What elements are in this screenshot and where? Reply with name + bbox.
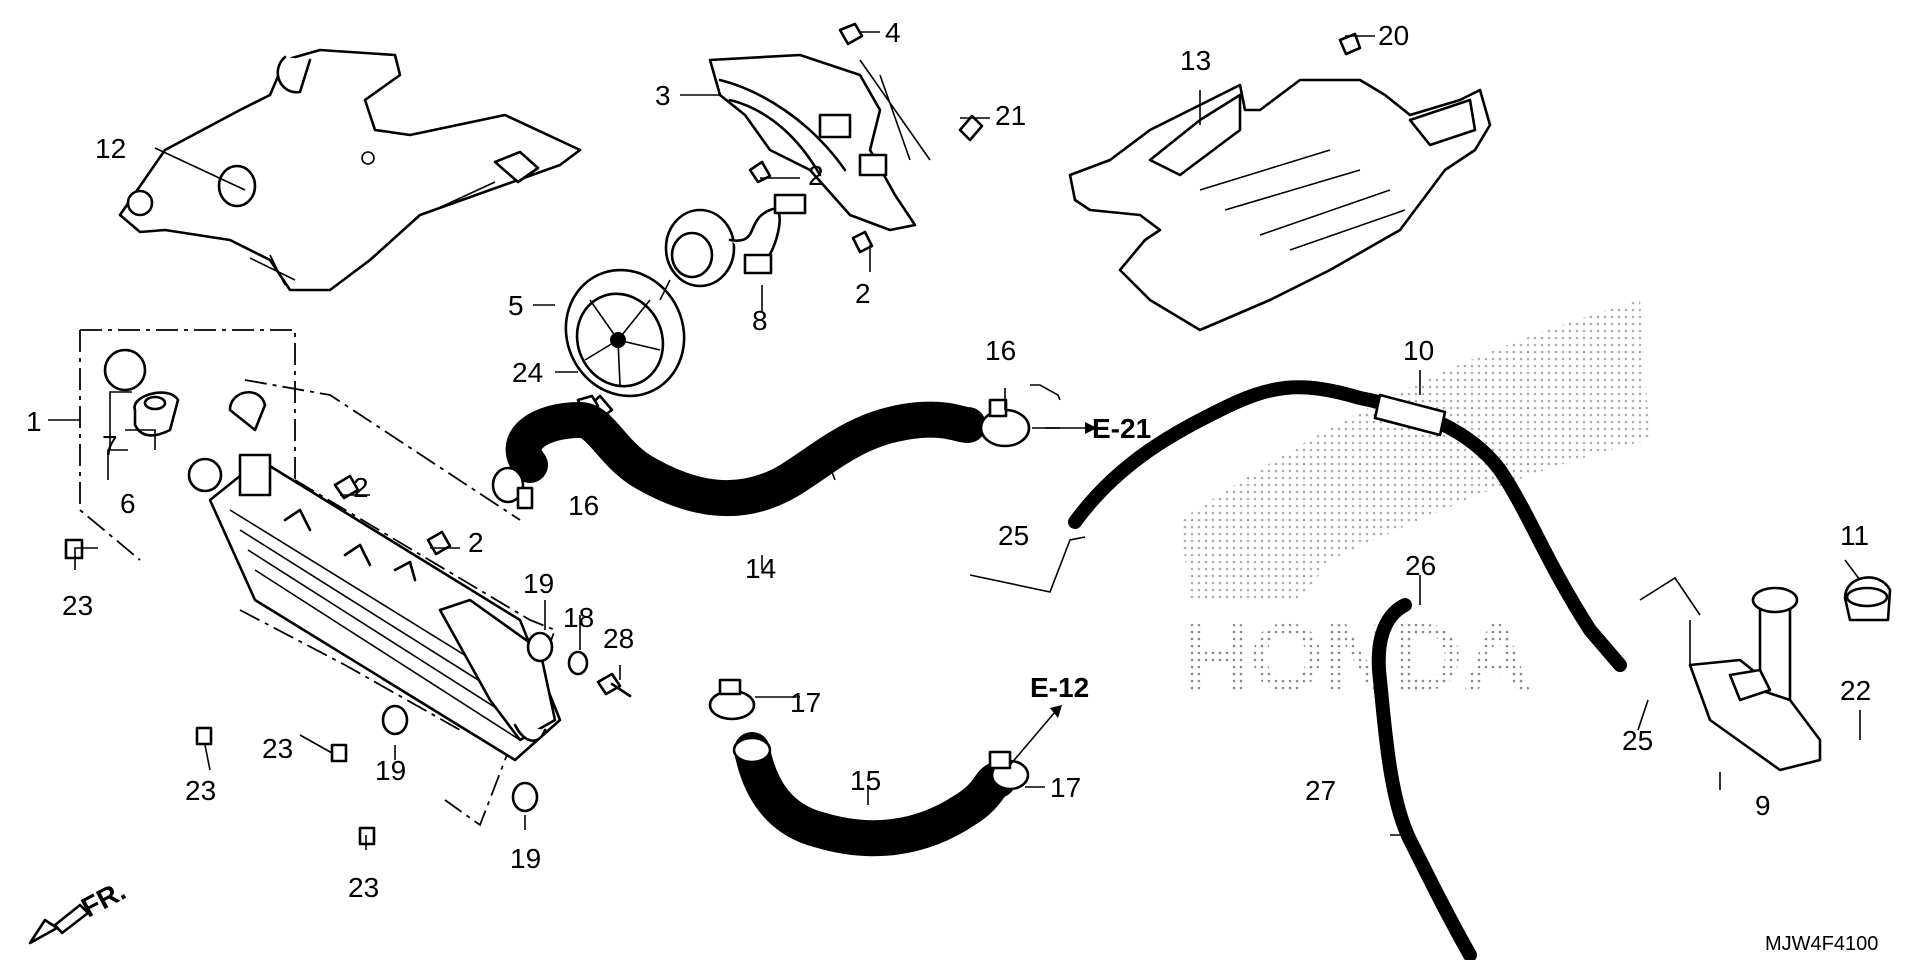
part-27-tube: [1371, 598, 1477, 960]
callout-25: 25: [998, 520, 1029, 551]
callout-2: 2: [468, 527, 484, 558]
part-19-grommet-b: [381, 704, 409, 736]
front-direction-arrow: [28, 903, 90, 945]
part-17-clamp-b: [988, 750, 1030, 791]
callout-18: 18: [563, 602, 594, 633]
part-14-hose: [505, 401, 986, 517]
part-12-shield: [118, 48, 582, 292]
part-9-reserve-tank: [1688, 586, 1822, 772]
part-16-clamp-b: [491, 466, 534, 510]
part-19-grommet-a: [526, 631, 554, 663]
callout-labels: 1 2 2 2 2 3 4 5 6 7 8 9 10 11 12 13 14 1…: [26, 17, 1871, 903]
callout-24: 24: [512, 357, 543, 388]
part-19-grommet-c: [511, 781, 539, 813]
leader-lines: [48, 31, 1861, 850]
callout-23: 23: [185, 775, 216, 806]
part-28-bolt: [596, 672, 632, 698]
callout-2: 2: [808, 160, 824, 191]
callout-19: 19: [523, 568, 554, 599]
callout-1: 1: [26, 406, 42, 437]
diagram-part-code: MJW4F4100: [1765, 933, 1878, 955]
callout-21: 21: [995, 100, 1026, 131]
callout-12: 12: [95, 133, 126, 164]
part-17-clamp-a: [708, 678, 756, 721]
part-5-fan: [564, 268, 686, 398]
callout-23: 23: [348, 872, 379, 903]
callout-3: 3: [655, 80, 671, 111]
callout-23: 23: [62, 590, 93, 621]
callout-2: 2: [353, 472, 369, 503]
e12-arrow: [1009, 711, 1056, 766]
part-3-fan-shroud: [708, 53, 931, 232]
callout-22: 22: [1840, 675, 1871, 706]
callout-16: 16: [985, 335, 1016, 366]
callout-28: 28: [603, 623, 634, 654]
callout-27: 27: [1305, 775, 1336, 806]
callout-23: 23: [262, 733, 293, 764]
honda-watermark: HONDA: [1180, 300, 1650, 711]
ref-e21: E-21: [1092, 413, 1151, 444]
callout-2: 2: [855, 278, 871, 309]
callout-7: 7: [102, 430, 118, 461]
callout-15: 15: [850, 765, 881, 796]
part-10-tube: [1068, 380, 1627, 672]
callout-14: 14: [745, 553, 776, 584]
watermark-brand-text: HONDA: [1180, 604, 1532, 711]
part-15-hose: [732, 732, 1016, 857]
callout-11: 11: [1840, 520, 1869, 551]
callout-20: 20: [1378, 20, 1409, 51]
callout-9: 9: [1755, 790, 1771, 821]
callout-10: 10: [1403, 335, 1434, 366]
callout-4: 4: [885, 17, 901, 48]
part-18-washer: [567, 650, 589, 676]
callout-13: 13: [1180, 45, 1211, 76]
part-16-clamp-a: [979, 398, 1031, 448]
callout-19: 19: [510, 843, 541, 874]
assembly-1-outline: [79, 329, 557, 827]
part-1-radiator: [187, 390, 562, 762]
callout-5: 5: [508, 290, 524, 321]
callout-26: 26: [1405, 550, 1436, 581]
part-11-cap: [1843, 576, 1892, 622]
callout-6: 6: [120, 488, 136, 519]
part-8-fan-motor: [659, 193, 807, 301]
callout-16: 16: [568, 490, 599, 521]
part-13-cover: [1068, 78, 1492, 332]
callout-25: 25: [1622, 725, 1653, 756]
callout-17: 17: [1050, 772, 1081, 803]
ref-e12: E-12: [1030, 672, 1089, 703]
part-7-cap: [103, 348, 180, 437]
callout-19: 19: [375, 755, 406, 786]
callout-17: 17: [790, 687, 821, 718]
callout-8: 8: [752, 305, 768, 336]
